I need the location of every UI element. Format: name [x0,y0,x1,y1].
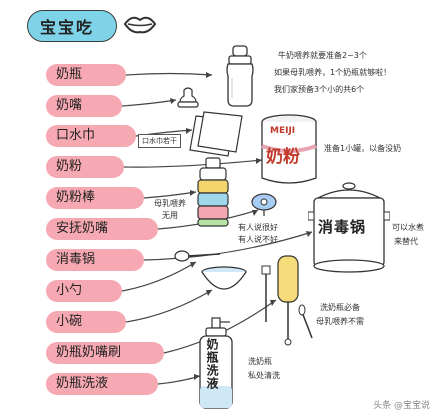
note-formula-stick-2: 无用 [162,211,178,220]
label-sterilizer: 消毒锅 [46,249,144,271]
note-pacifier-1: 有人说很好 [238,223,278,232]
page-title: 宝宝吃 [40,18,95,37]
note-liquid-2: 私处清洗 [248,371,280,380]
watermark: 头条 @宝宝说 [369,397,434,412]
note-bottle-1: 牛奶喂养就要准备2~3个 [278,51,367,60]
formula-dispenser-icon [197,157,229,227]
label-bowl: 小碗 [46,311,126,333]
note-sterilizer-2: 来替代 [394,237,418,246]
note-formula-stick-1: 母乳喂养 [154,199,186,208]
label-wash-liquid: 奶瓶洗液 [46,373,158,395]
nipple-icon [177,87,199,108]
label-pacifier: 安抚奶嘴 [46,218,158,240]
bib-cloth-icon [189,111,243,157]
note-pacifier-2: 有人说不好 [238,235,278,244]
note-bottle-2: 如果母乳喂养，1个奶瓶就够啦！ [274,68,392,77]
note-bottle-3: 我们家预备3个小的共6个 [274,85,365,94]
spoon-icon [174,250,221,262]
sterilizer-pot-icon [308,182,390,273]
note-bib: 口水巾若干 [138,134,181,148]
connector-nipple [121,99,177,107]
formula-can-label: 奶粉 [266,147,300,167]
bowl-icon [201,266,247,290]
connector-bottle [125,72,213,76]
sterilizer-label: 消毒锅 [318,218,367,236]
label-nipple: 奶嘴 [46,95,122,117]
connector-wash-liquid [157,375,201,385]
note-formula: 准备1小罐，以备没奶 [324,144,402,153]
note-sterilizer-1: 可以水煮 [392,223,424,232]
label-formula: 奶粉 [46,156,124,178]
title-pill [27,10,117,42]
label-brush: 奶瓶奶嘴刷 [46,342,164,364]
wash-liquid-bottle-icon [199,317,233,409]
baby-bottle-icon [226,45,254,107]
lips-icon [123,16,157,34]
connector-spoon [121,261,197,292]
wash-liquid-label: 奶瓶洗液 [205,338,219,390]
formula-can-icon [261,114,317,184]
label-formula-stick: 奶粉棒 [46,187,144,209]
note-liquid-1: 洗奶瓶 [248,357,272,366]
pacifier-icon [251,193,277,216]
note-brush-2: 母乳喂养不需 [316,317,364,326]
bottle-brush-icon [261,255,313,346]
label-bib: 口水巾 [46,125,136,147]
label-bottle: 奶瓶 [46,64,126,86]
connector-bowl [125,289,213,323]
connector-sterilizer [143,231,313,261]
formula-brand: MEIJI [270,126,296,136]
note-brush-1: 洗奶瓶必备 [320,303,360,312]
connector-formula [123,159,263,168]
label-spoon: 小勺 [46,280,122,302]
